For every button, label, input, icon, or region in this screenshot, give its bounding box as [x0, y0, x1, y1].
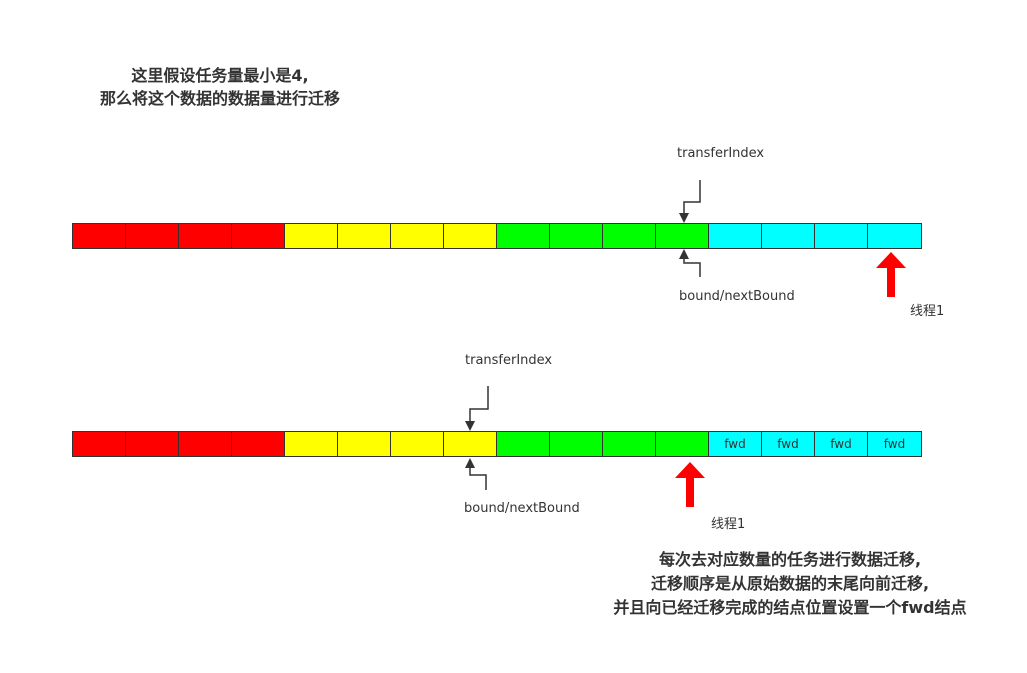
array-cell-1-16: [868, 224, 921, 248]
transfer-index-label-1: transferIndex: [677, 146, 765, 161]
array-cell-1-7: [391, 224, 444, 248]
array-cell-2-6: [338, 432, 391, 456]
array-cell-1-3: [179, 224, 232, 248]
bound-pointer-2: [465, 458, 487, 490]
array-cell-2-13: fwd: [709, 432, 762, 456]
array-cell-1-4: [232, 224, 285, 248]
note-top: 这里假设任务量最小是4, 那么将这个数据的数据量进行迁移: [60, 64, 380, 110]
array-cell-2-11: [603, 432, 656, 456]
array-cell-1-10: [550, 224, 603, 248]
array-cell-1-6: [338, 224, 391, 248]
transfer-index-pointer-2: [465, 386, 489, 431]
array-cell-2-4: [232, 432, 285, 456]
transfer-index-label-2: transferIndex: [465, 353, 553, 368]
bound-label-2: bound/nextBound: [464, 501, 580, 516]
array-cell-2-9: [497, 432, 550, 456]
array-cell-1-14: [762, 224, 815, 248]
note-bottom-line-2: 迁移顺序是从原始数据的末尾向前迁移,: [650, 574, 930, 593]
note-top-line-2: 那么将这个数据的数据量进行迁移: [99, 89, 340, 108]
array-cell-1-15: [815, 224, 868, 248]
array-cell-2-16: fwd: [868, 432, 921, 456]
array-cell-1-8: [444, 224, 497, 248]
array-cell-2-15: fwd: [815, 432, 868, 456]
note-top-line-1: 这里假设任务量最小是4,: [131, 66, 309, 85]
array-cell-1-2: [126, 224, 179, 248]
bound-label-1: bound/nextBound: [679, 289, 795, 304]
note-bottom: 每次去对应数量的任务进行数据迁移, 迁移顺序是从原始数据的末尾向前迁移, 并且向…: [560, 548, 1020, 620]
array-cell-2-1: [73, 432, 126, 456]
array-cell-2-10: [550, 432, 603, 456]
thread-arrow-2: [675, 462, 705, 507]
note-bottom-line-3: 并且向已经迁移完成的结点位置设置一个fwd结点: [613, 598, 967, 617]
thread-label-1: 线程1: [910, 304, 945, 319]
array-cell-2-7: [391, 432, 444, 456]
array-cell-1-9: [497, 224, 550, 248]
array-cell-1-11: [603, 224, 656, 248]
array-cell-1-13: [709, 224, 762, 248]
array-cell-1-5: [285, 224, 338, 248]
array-cell-2-5: [285, 432, 338, 456]
array-cell-2-2: [126, 432, 179, 456]
bound-pointer-1: [679, 249, 701, 277]
thread-label-2: 线程1: [711, 517, 746, 532]
thread-arrow-1: [876, 252, 906, 297]
array-cell-2-3: [179, 432, 232, 456]
array-row-1: [72, 223, 922, 249]
array-cell-2-8: [444, 432, 497, 456]
transfer-index-pointer-1: [679, 180, 701, 223]
array-cell-2-14: fwd: [762, 432, 815, 456]
note-bottom-line-1: 每次去对应数量的任务进行数据迁移,: [658, 550, 922, 569]
array-cell-1-1: [73, 224, 126, 248]
array-cell-2-12: [656, 432, 709, 456]
array-cell-1-12: [656, 224, 709, 248]
